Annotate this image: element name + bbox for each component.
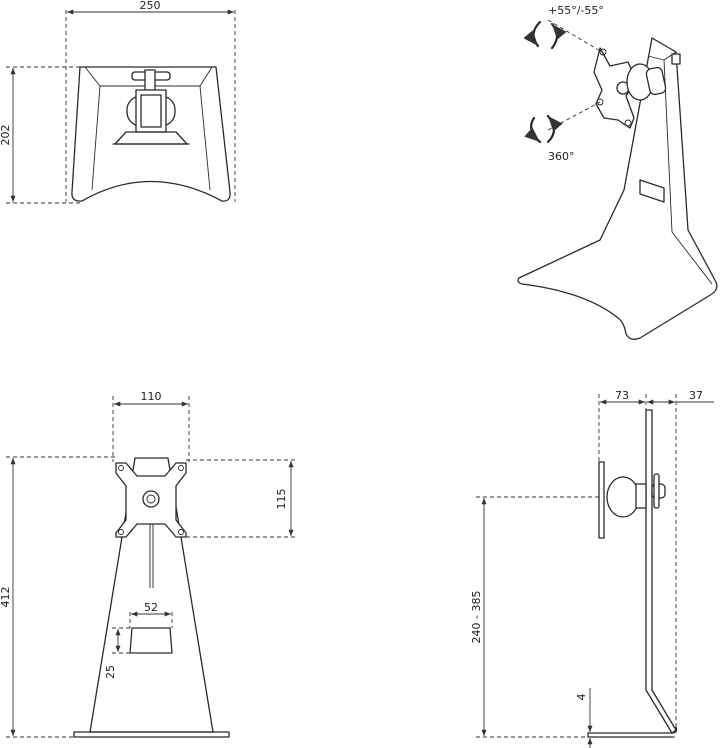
iso-view-mount xyxy=(593,47,681,129)
top-view-depth-dimension: 202 xyxy=(0,66,82,204)
tilt-range-label: +55°/-55° xyxy=(548,4,604,17)
front-view-vesa-plate xyxy=(115,462,187,538)
total-height-label: 412 xyxy=(0,587,12,608)
top-view-mount-head xyxy=(112,69,190,145)
plate-height-label: 115 xyxy=(275,489,288,510)
back-depth-label: 37 xyxy=(689,389,703,402)
vesa-width-label: 110 xyxy=(141,390,162,403)
side-view-stand xyxy=(587,409,678,738)
slot-height-label: 25 xyxy=(104,665,117,679)
slot-width-label: 52 xyxy=(144,601,158,614)
front-view-plate-height-dimension: 115 xyxy=(186,459,298,538)
side-view: 73 37 240 - 385 4 xyxy=(470,389,714,748)
height-range-label: 240 - 385 xyxy=(470,591,483,644)
top-view-outline xyxy=(71,66,231,202)
iso-view: +55°/-55° 360° xyxy=(517,4,718,340)
side-view-mount xyxy=(598,461,666,539)
front-view-slot-dimensions: 52 25 xyxy=(104,601,173,679)
top-view: 250 202 xyxy=(0,0,236,204)
side-view-base-thickness-dimension: 4 xyxy=(575,688,593,748)
iso-view-rotate-indicator: 360° xyxy=(524,101,601,163)
base-thickness-label: 4 xyxy=(575,694,588,701)
top-view-width-dimension: 250 xyxy=(65,0,236,202)
iso-view-stand xyxy=(517,37,718,340)
iso-view-tilt-indicator: +55°/-55° xyxy=(523,4,604,53)
side-view-height-dimension: 240 - 385 xyxy=(470,496,600,738)
front-view-total-height-dimension: 412 xyxy=(0,456,118,738)
top-view-width-label: 250 xyxy=(140,0,161,12)
rotation-label: 360° xyxy=(548,150,575,163)
top-view-depth-label: 202 xyxy=(0,125,12,146)
front-view: 110 115 412 52 25 xyxy=(0,390,298,738)
side-view-offset-dimensions: 73 37 xyxy=(598,389,714,730)
front-view-vesa-dimension: 110 xyxy=(112,390,190,462)
plate-offset-label: 73 xyxy=(615,389,629,402)
